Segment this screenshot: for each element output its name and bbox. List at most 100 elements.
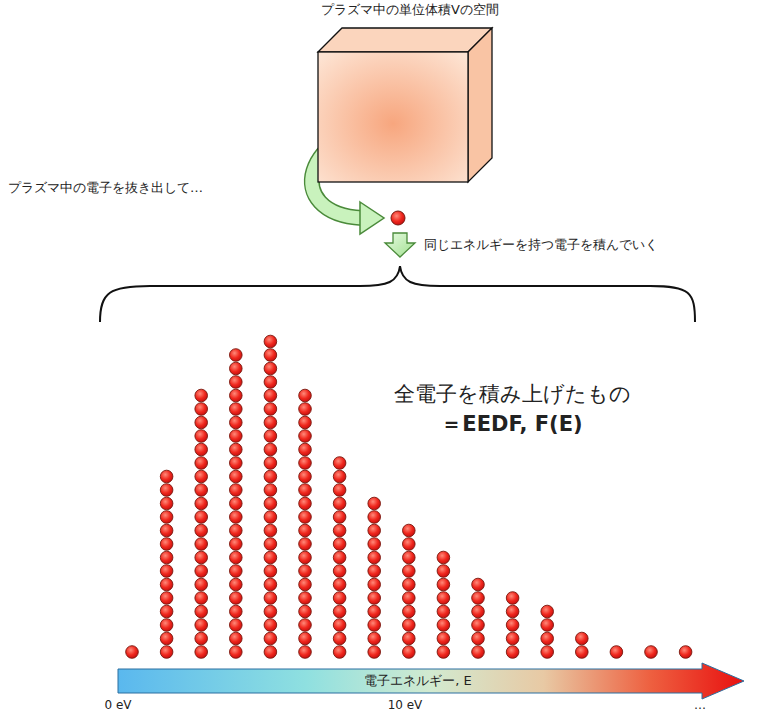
- electron-dot: [195, 565, 208, 578]
- electron-dot: [299, 592, 312, 605]
- electron-dot: [437, 619, 450, 632]
- electron-dot: [264, 457, 277, 470]
- electron-dot: [403, 524, 416, 537]
- electron-dot: [160, 619, 173, 632]
- electron-dot: [195, 524, 208, 537]
- electron-dot: [576, 646, 589, 659]
- electron-dot: [368, 632, 381, 645]
- electron-dot: [195, 511, 208, 524]
- electron-dot: [264, 538, 277, 551]
- electron-dot: [368, 578, 381, 591]
- electron-dot: [299, 416, 312, 429]
- electron-dot: [368, 551, 381, 564]
- electron-dot: [230, 443, 243, 456]
- axis-arrow-shape: [118, 663, 744, 699]
- electron-dot: [299, 511, 312, 524]
- electron-dot: [264, 443, 277, 456]
- electron-dot: [391, 211, 405, 225]
- electron-dot: [333, 619, 346, 632]
- stack-caption: 全電子を積み上げたもの: [394, 382, 631, 407]
- electron-dot: [264, 578, 277, 591]
- electron-dot: [160, 497, 173, 510]
- electron-dot: [679, 646, 692, 659]
- electron-dot: [160, 592, 173, 605]
- down-arrow: [385, 233, 415, 257]
- electron-dot: [264, 565, 277, 578]
- electron-dot: [299, 524, 312, 537]
- electron-dot: [368, 497, 381, 510]
- electron-dot: [368, 538, 381, 551]
- electron-dot: [264, 335, 277, 348]
- electron-dot: [264, 430, 277, 443]
- electron-dot: [437, 632, 450, 645]
- electron-dot: [541, 646, 554, 659]
- electron-dot: [299, 646, 312, 659]
- electron-dot: [472, 619, 485, 632]
- electron-dot: [264, 349, 277, 362]
- electron-dot: [576, 632, 589, 645]
- electron-dot: [126, 646, 139, 659]
- electron-dot: [230, 403, 243, 416]
- electron-dot: [299, 551, 312, 564]
- electron-dot: [299, 565, 312, 578]
- electron-dot: [472, 592, 485, 605]
- electron-dot: [368, 565, 381, 578]
- electron-dot: [160, 524, 173, 537]
- electron-dot: [368, 619, 381, 632]
- electron-dot: [333, 484, 346, 497]
- electron-dot: [160, 605, 173, 618]
- electron-dot: [299, 619, 312, 632]
- electron-dot: [368, 605, 381, 618]
- electron-dot: [299, 457, 312, 470]
- electron-dot: [333, 632, 346, 645]
- electron-dot: [195, 443, 208, 456]
- electron-dot: [541, 619, 554, 632]
- electron-dot: [506, 632, 519, 645]
- electron-dot: [230, 619, 243, 632]
- electron-dot: [368, 511, 381, 524]
- electron-dot: [264, 497, 277, 510]
- electron-dot: [506, 605, 519, 618]
- electron-dot: [299, 484, 312, 497]
- electron-dot: [160, 646, 173, 659]
- electron-dot: [264, 511, 277, 524]
- electron-dot: [333, 578, 346, 591]
- energy-axis: 電子エネルギー, E: [112, 662, 752, 700]
- electron-dot: [264, 376, 277, 389]
- electron-dot: [645, 646, 658, 659]
- axis-label: 電子エネルギー, E: [364, 673, 471, 689]
- electron-dot: [195, 646, 208, 659]
- volume-heading: プラズマ中の単位体積Vの空間: [321, 2, 499, 18]
- brace: [100, 266, 695, 322]
- electron-dot: [195, 403, 208, 416]
- electron-dot: [195, 416, 208, 429]
- electron-dot: [230, 578, 243, 591]
- electron-dot: [264, 524, 277, 537]
- electron-dot: [264, 470, 277, 483]
- electron-dot: [264, 551, 277, 564]
- electron-dot: [160, 551, 173, 564]
- electron-dot: [264, 403, 277, 416]
- electron-dot: [264, 362, 277, 375]
- electron-dot: [333, 511, 346, 524]
- electron-dot: [160, 470, 173, 483]
- electron-dot: [333, 457, 346, 470]
- electron-dot: [195, 389, 208, 402]
- eedf-label: ＝EEDF, F(E): [441, 412, 582, 437]
- electron-dot: [195, 430, 208, 443]
- electron-dot: [160, 538, 173, 551]
- electron-dot: [299, 497, 312, 510]
- electron-dot: [195, 592, 208, 605]
- electron-dot: [230, 538, 243, 551]
- electron-dot: [264, 389, 277, 402]
- electron-dot: [230, 605, 243, 618]
- electron-dot: [264, 646, 277, 659]
- electron-dot: [264, 632, 277, 645]
- electron-dot: [333, 470, 346, 483]
- electron-dot: [195, 538, 208, 551]
- electron-dot: [437, 646, 450, 659]
- electron-dot: [230, 524, 243, 537]
- electron-dot: [195, 619, 208, 632]
- electron-dot: [230, 551, 243, 564]
- electron-dot: [403, 565, 416, 578]
